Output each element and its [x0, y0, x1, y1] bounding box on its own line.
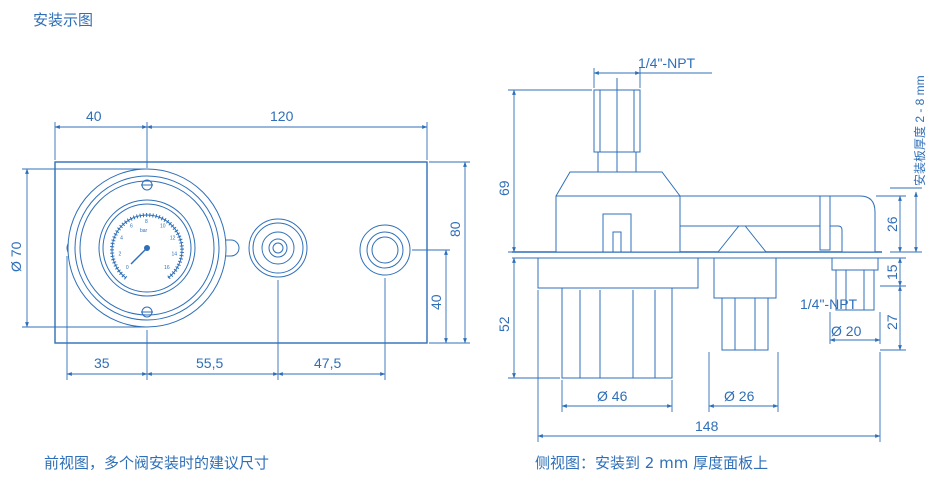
dim-width-148: 148: [695, 418, 719, 434]
dim-left-dia: Ø 70: [8, 241, 24, 272]
dim-bottom-a: 35: [94, 355, 110, 371]
gauge-scale-number: 8: [145, 219, 148, 225]
dim-right-26: 26: [884, 216, 900, 232]
gauge-scale-number: 14: [172, 251, 178, 257]
pressure-gauge: bar 0 2 4 6 8 10 12 14 16: [98, 199, 196, 297]
dim-thread-top: 1/4"-NPT: [638, 55, 696, 71]
gauge-scale-number: 6: [130, 224, 133, 230]
front-panel-plate: [54, 161, 428, 344]
dim-bottom-b: 55,5: [196, 355, 223, 371]
dim-dia-26: Ø 26: [724, 388, 755, 404]
gauge-scale-number: 16: [164, 265, 170, 271]
dim-bottom-c: 47,5: [314, 355, 341, 371]
gauge-scale-number: 12: [170, 236, 176, 242]
gauge-unit-label: bar: [140, 228, 148, 234]
gauge-scale-number: 4: [120, 236, 123, 242]
side-view: 1/4"-NPT 69 52 安装板厚度 2 - 8 mm 26 15 27 1…: [496, 55, 927, 442]
dim-height-lower: 52: [496, 316, 512, 332]
panel-cutout: [359, 224, 411, 276]
page-title: 安装示图: [33, 11, 94, 29]
front-view-caption: 前视图，多个阀安装时的建议尺寸: [44, 454, 270, 472]
dim-height-upper: 69: [496, 180, 512, 196]
gauge-scale-number: 2: [119, 251, 122, 257]
front-fitting: [248, 218, 308, 278]
gauge-scale-number: 10: [160, 224, 166, 230]
regulator-front: bar 0 2 4 6 8 10 12 14 16: [66, 168, 240, 328]
dim-right-15: 15: [884, 264, 900, 280]
dim-right-27: 27: [884, 314, 900, 330]
dim-thread-bottom: 1/4"-NPT: [800, 296, 858, 312]
dim-dia-46: Ø 46: [597, 388, 628, 404]
dim-dia-20: Ø 20: [831, 323, 862, 339]
dim-top-left: 40: [86, 108, 102, 124]
side-view-caption: 侧视图：安装到 2 mm 厚度面板上: [535, 454, 769, 472]
gauge-scale-number: 0: [126, 265, 129, 271]
dim-top-right: 120: [270, 108, 294, 124]
dim-right-lower: 40: [428, 294, 444, 310]
dim-right-total: 80: [447, 221, 463, 237]
panel-thickness-note: 安装板厚度 2 - 8 mm: [912, 75, 927, 186]
